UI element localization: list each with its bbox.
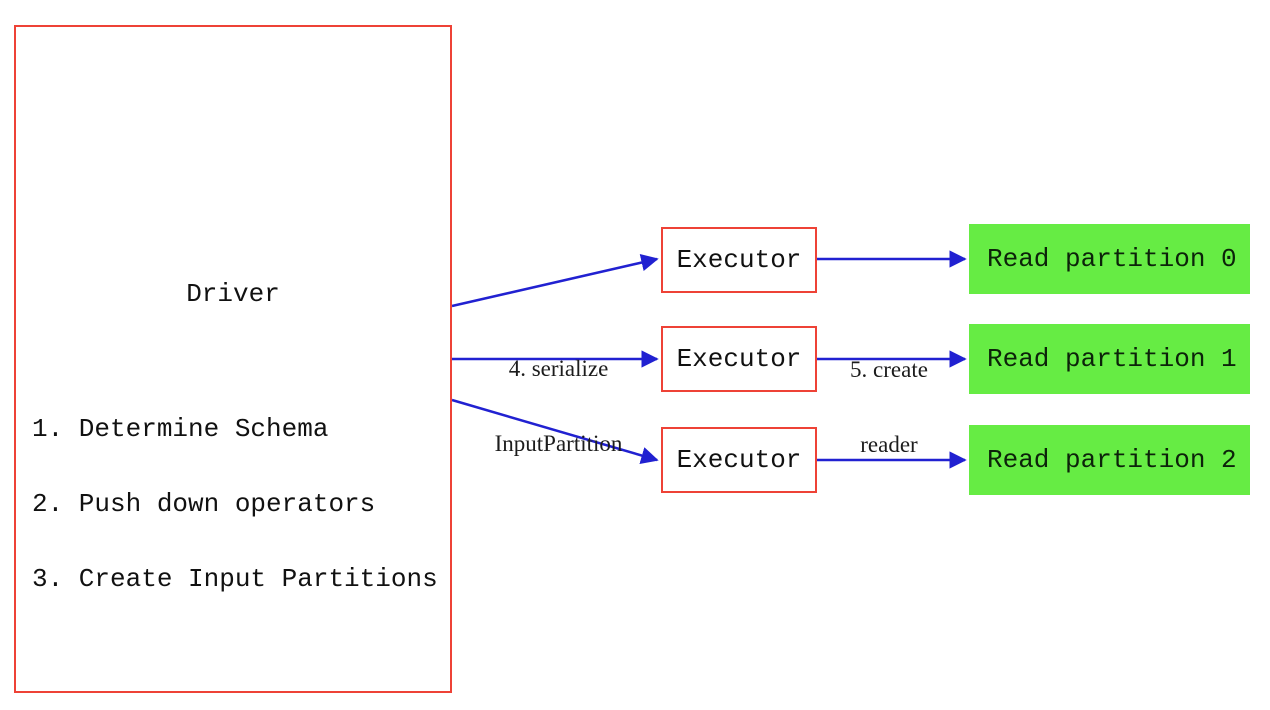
read-partition-label-0: Read partition 0 [987,244,1237,274]
executor-label-2: Executor [676,344,802,374]
executor-box-3: Executor [661,427,817,493]
executor-label-3: Executor [676,445,802,475]
edge-label-serialize-line1: 4. serialize [508,356,609,381]
read-partition-label-1: Read partition 1 [987,344,1237,374]
driver-box: Driver 1. Determine Schema 2. Push down … [14,25,452,693]
read-partition-box-1: Read partition 1 [969,324,1250,394]
edge-label-serialize-inputpartition: 4. serialize InputPartition [456,306,661,506]
driver-step-1: 1. Determine Schema [32,414,329,444]
driver-step-2: 2. Push down operators [32,489,376,519]
edge-label-create-reader-line1: 5. create [850,357,928,382]
executor-box-2: Executor [661,326,817,392]
read-partition-label-2: Read partition 2 [987,445,1237,475]
arrow-driver-to-executor-1 [451,253,659,308]
driver-steps: 1. Determine Schema 2. Push down operato… [32,367,438,642]
executor-box-1: Executor [661,227,817,293]
executor-label-1: Executor [676,245,802,275]
read-partition-box-2: Read partition 2 [969,425,1250,495]
driver-title: Driver [186,279,280,309]
edge-label-create-reader: 5. create reader [799,307,979,507]
edge-label-create-reader-line2: reader [860,432,918,457]
read-partition-box-0: Read partition 0 [969,224,1250,294]
driver-step-3: 3. Create Input Partitions [32,564,438,594]
edge-label-serialize-line2: InputPartition [494,431,623,456]
arrow-driver-to-executor-3 [451,398,659,464]
